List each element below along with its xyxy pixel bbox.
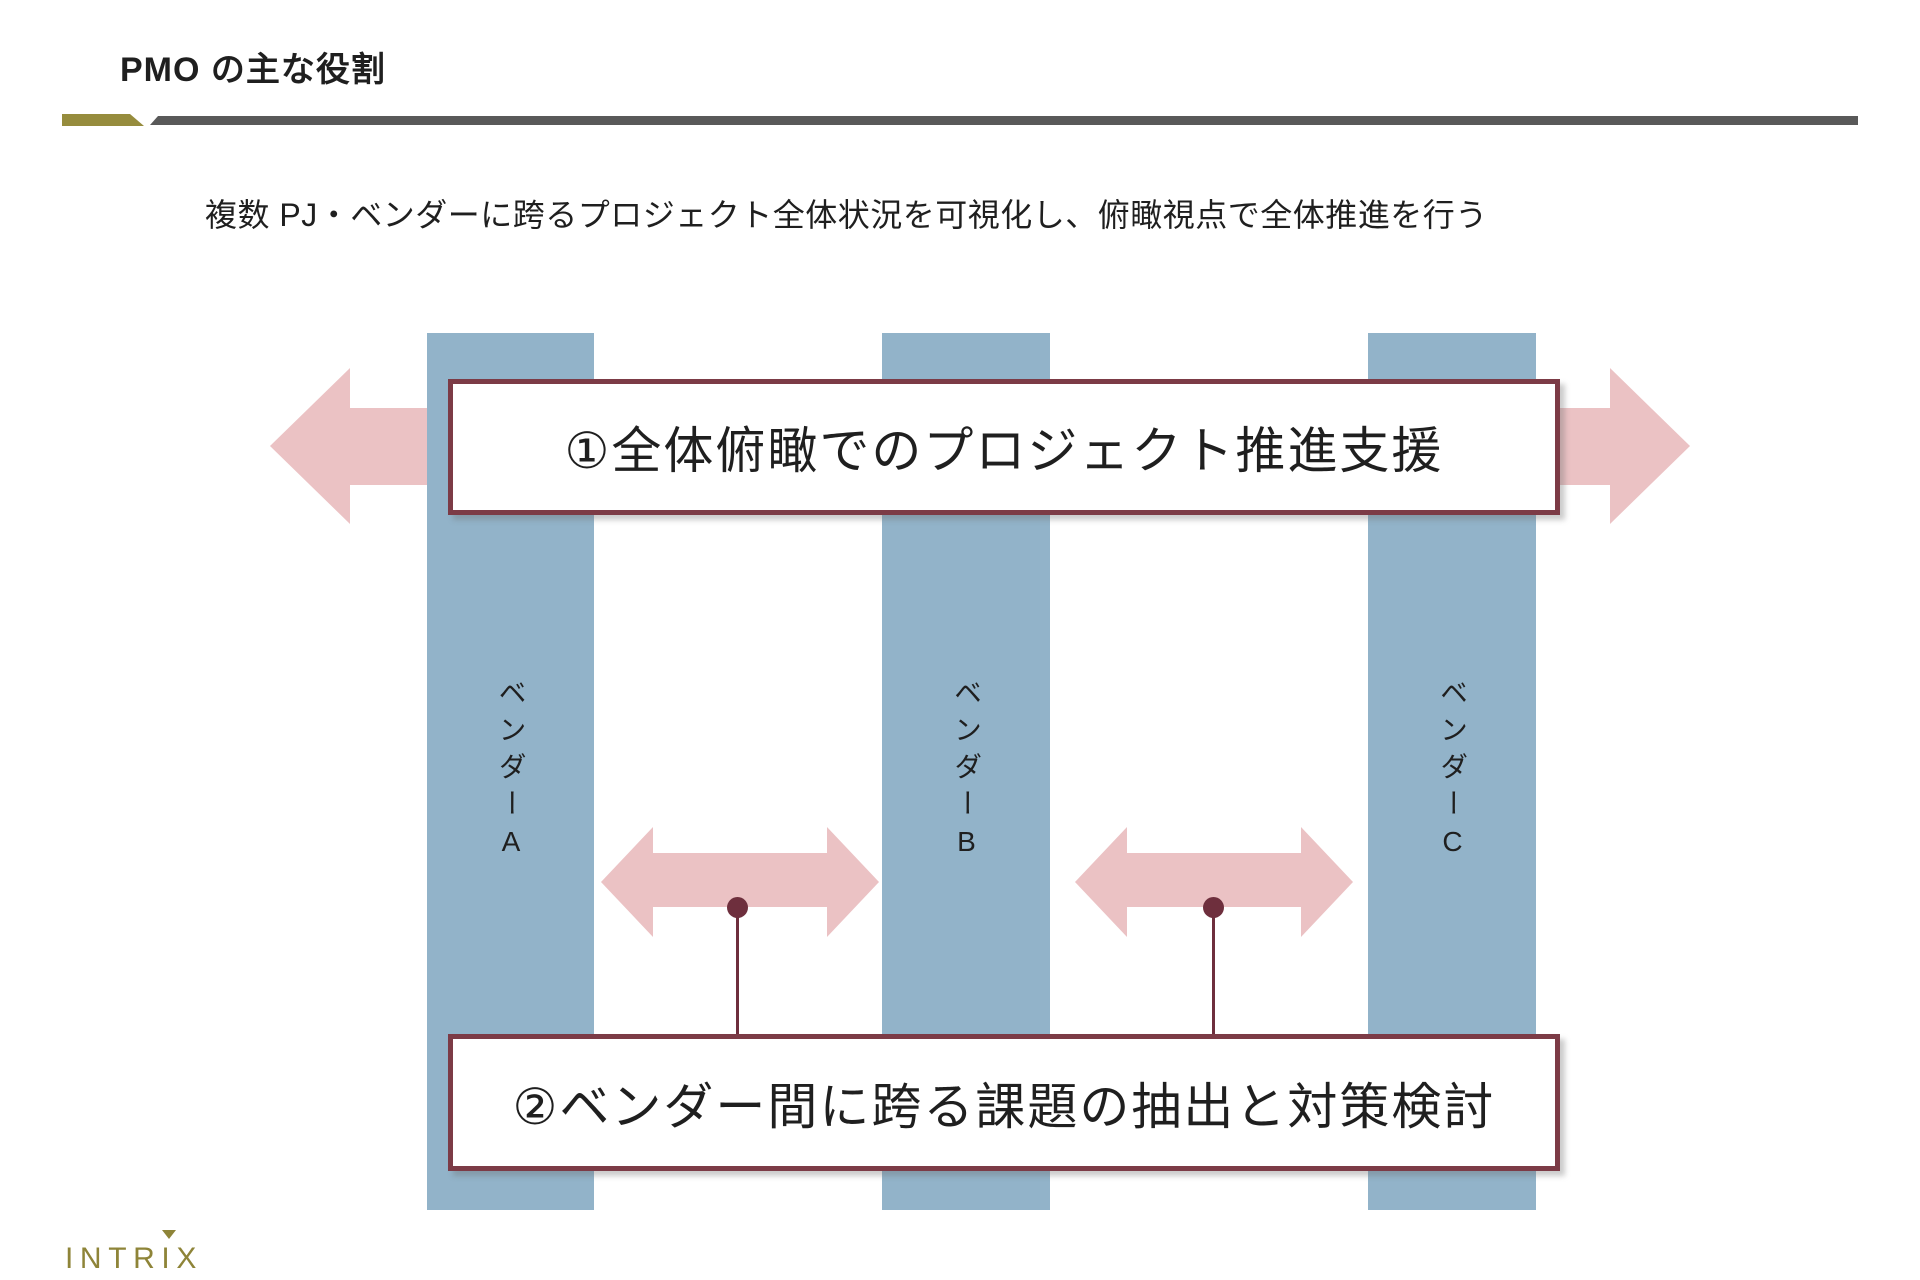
vendor-bc-arrow-right-head-icon [1301, 827, 1353, 937]
page-title: PMO の主な役割 [120, 51, 386, 89]
big-double-arrow-right-head-icon [1610, 368, 1690, 524]
callout-box-overall-support: ①全体俯瞰でのプロジェクト推進支援 [448, 379, 1560, 515]
vendor-c-label: ベンダーC [1437, 677, 1468, 866]
logo-text-post: X [176, 1242, 203, 1275]
vendor-b-label: ベンダーB [951, 677, 982, 866]
callout-box-cross-vendor-issues: ②ベンダー間に跨る課題の抽出と対策検討 [448, 1034, 1560, 1171]
callout-box-1-text: ①全体俯瞰でのプロジェクト推進支援 [564, 423, 1444, 479]
logo-accent-letter: I [161, 1230, 177, 1276]
connector-dot-ab [727, 897, 748, 918]
callout-box-2-text: ②ベンダー間に跨る課題の抽出と対策検討 [512, 1078, 1496, 1135]
vendor-ab-arrow-right-head-icon [827, 827, 879, 937]
slide-subtitle: 複数 PJ・ベンダーに跨るプロジェクト全体状況を可視化し、俯瞰視点で全体推進を行… [205, 197, 1488, 233]
logo-text-pre: INTR [65, 1242, 162, 1275]
logo-accent-letter-text: I [161, 1242, 177, 1275]
connector-line-bc [1212, 908, 1215, 1036]
connector-line-ab [736, 908, 739, 1036]
divider-line [150, 116, 1858, 125]
connector-dot-bc [1203, 897, 1224, 918]
logo-triangle-icon [162, 1230, 177, 1239]
divider-accent-segment [62, 114, 144, 126]
big-double-arrow-left-head-icon [270, 368, 350, 524]
vendor-a-label: ベンダーA [495, 677, 527, 866]
